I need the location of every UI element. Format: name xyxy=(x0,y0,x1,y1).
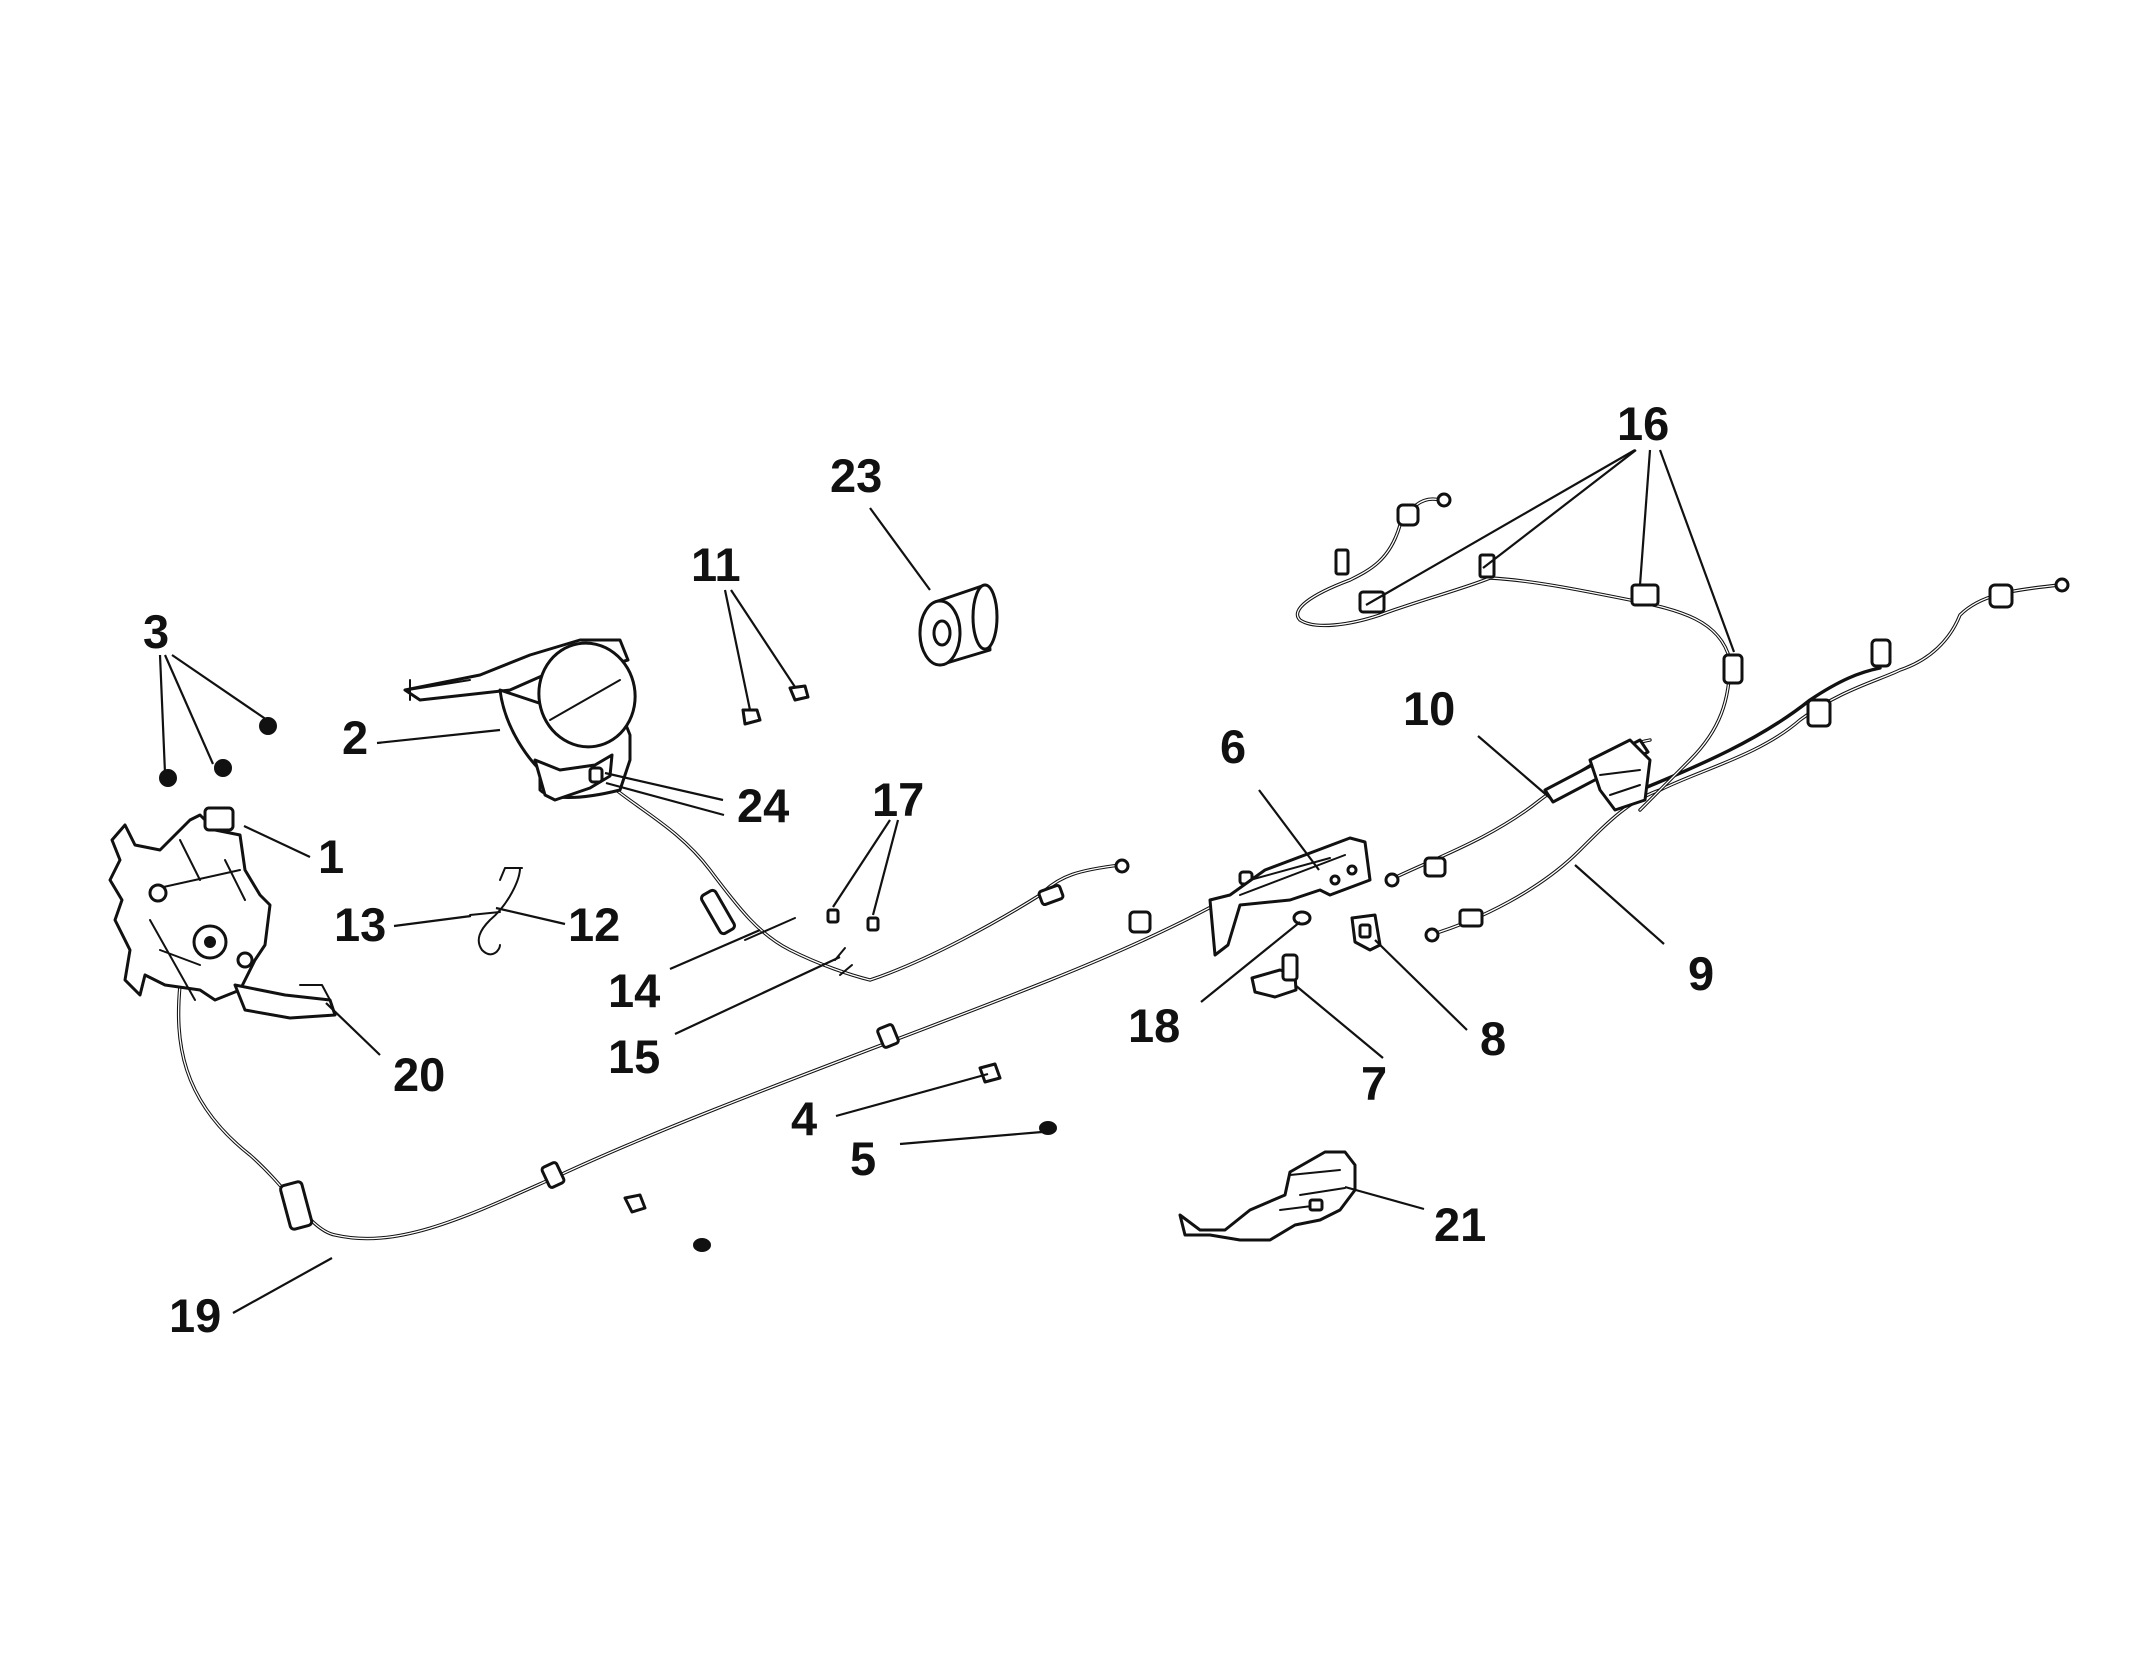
callout-14: 14 xyxy=(608,964,660,1017)
callout-17: 17 xyxy=(872,773,924,826)
leader-lines xyxy=(158,449,1736,1314)
callout-6: 6 xyxy=(1220,720,1246,773)
sensor-8 xyxy=(1350,913,1382,952)
bolt-17 xyxy=(826,908,880,932)
callout-8: 8 xyxy=(1480,1012,1506,1065)
clip-12-13 xyxy=(469,867,523,956)
cable-14-15-intermediate xyxy=(608,783,1130,982)
callout-12: 12 xyxy=(568,898,620,951)
sensor-7 xyxy=(1250,953,1299,999)
callout-3: 3 xyxy=(143,605,169,658)
callout-2: 2 xyxy=(342,711,368,764)
pedal-assembly-1 xyxy=(108,806,337,1020)
bracket-6 xyxy=(1208,836,1372,957)
clip-11 xyxy=(741,684,810,726)
callout-11: 11 xyxy=(691,538,741,591)
clip-5 xyxy=(693,1121,1057,1252)
callout-5: 5 xyxy=(850,1132,876,1185)
callout-24: 24 xyxy=(737,779,789,832)
callout-20: 20 xyxy=(393,1048,445,1101)
pad-23 xyxy=(918,583,999,667)
cable-16-upper xyxy=(1295,492,1744,812)
callout-1: 1 xyxy=(318,830,344,883)
bolt-3 xyxy=(159,717,277,787)
bolt-18 xyxy=(1292,910,1312,926)
handle-cover-2 xyxy=(403,638,637,802)
callout-labels: 1 2 3 4 5 6 7 8 9 10 11 12 13 14 15 16 1… xyxy=(143,397,1714,1342)
nut-4 xyxy=(623,1062,1002,1214)
shield-21 xyxy=(1178,1150,1357,1242)
cable-9-rear-right xyxy=(1424,577,2070,943)
callout-16: 16 xyxy=(1617,397,1669,450)
callout-15: 15 xyxy=(608,1030,660,1083)
callout-18: 18 xyxy=(1128,999,1180,1052)
callout-7: 7 xyxy=(1361,1057,1387,1110)
callout-21: 21 xyxy=(1434,1198,1486,1251)
callout-23: 23 xyxy=(830,449,882,502)
callout-19: 19 xyxy=(169,1289,221,1342)
callout-13: 13 xyxy=(334,898,386,951)
callout-10: 10 xyxy=(1403,682,1455,735)
cable-19-front xyxy=(176,870,1254,1241)
callout-4: 4 xyxy=(791,1092,817,1145)
callout-9: 9 xyxy=(1688,947,1714,1000)
